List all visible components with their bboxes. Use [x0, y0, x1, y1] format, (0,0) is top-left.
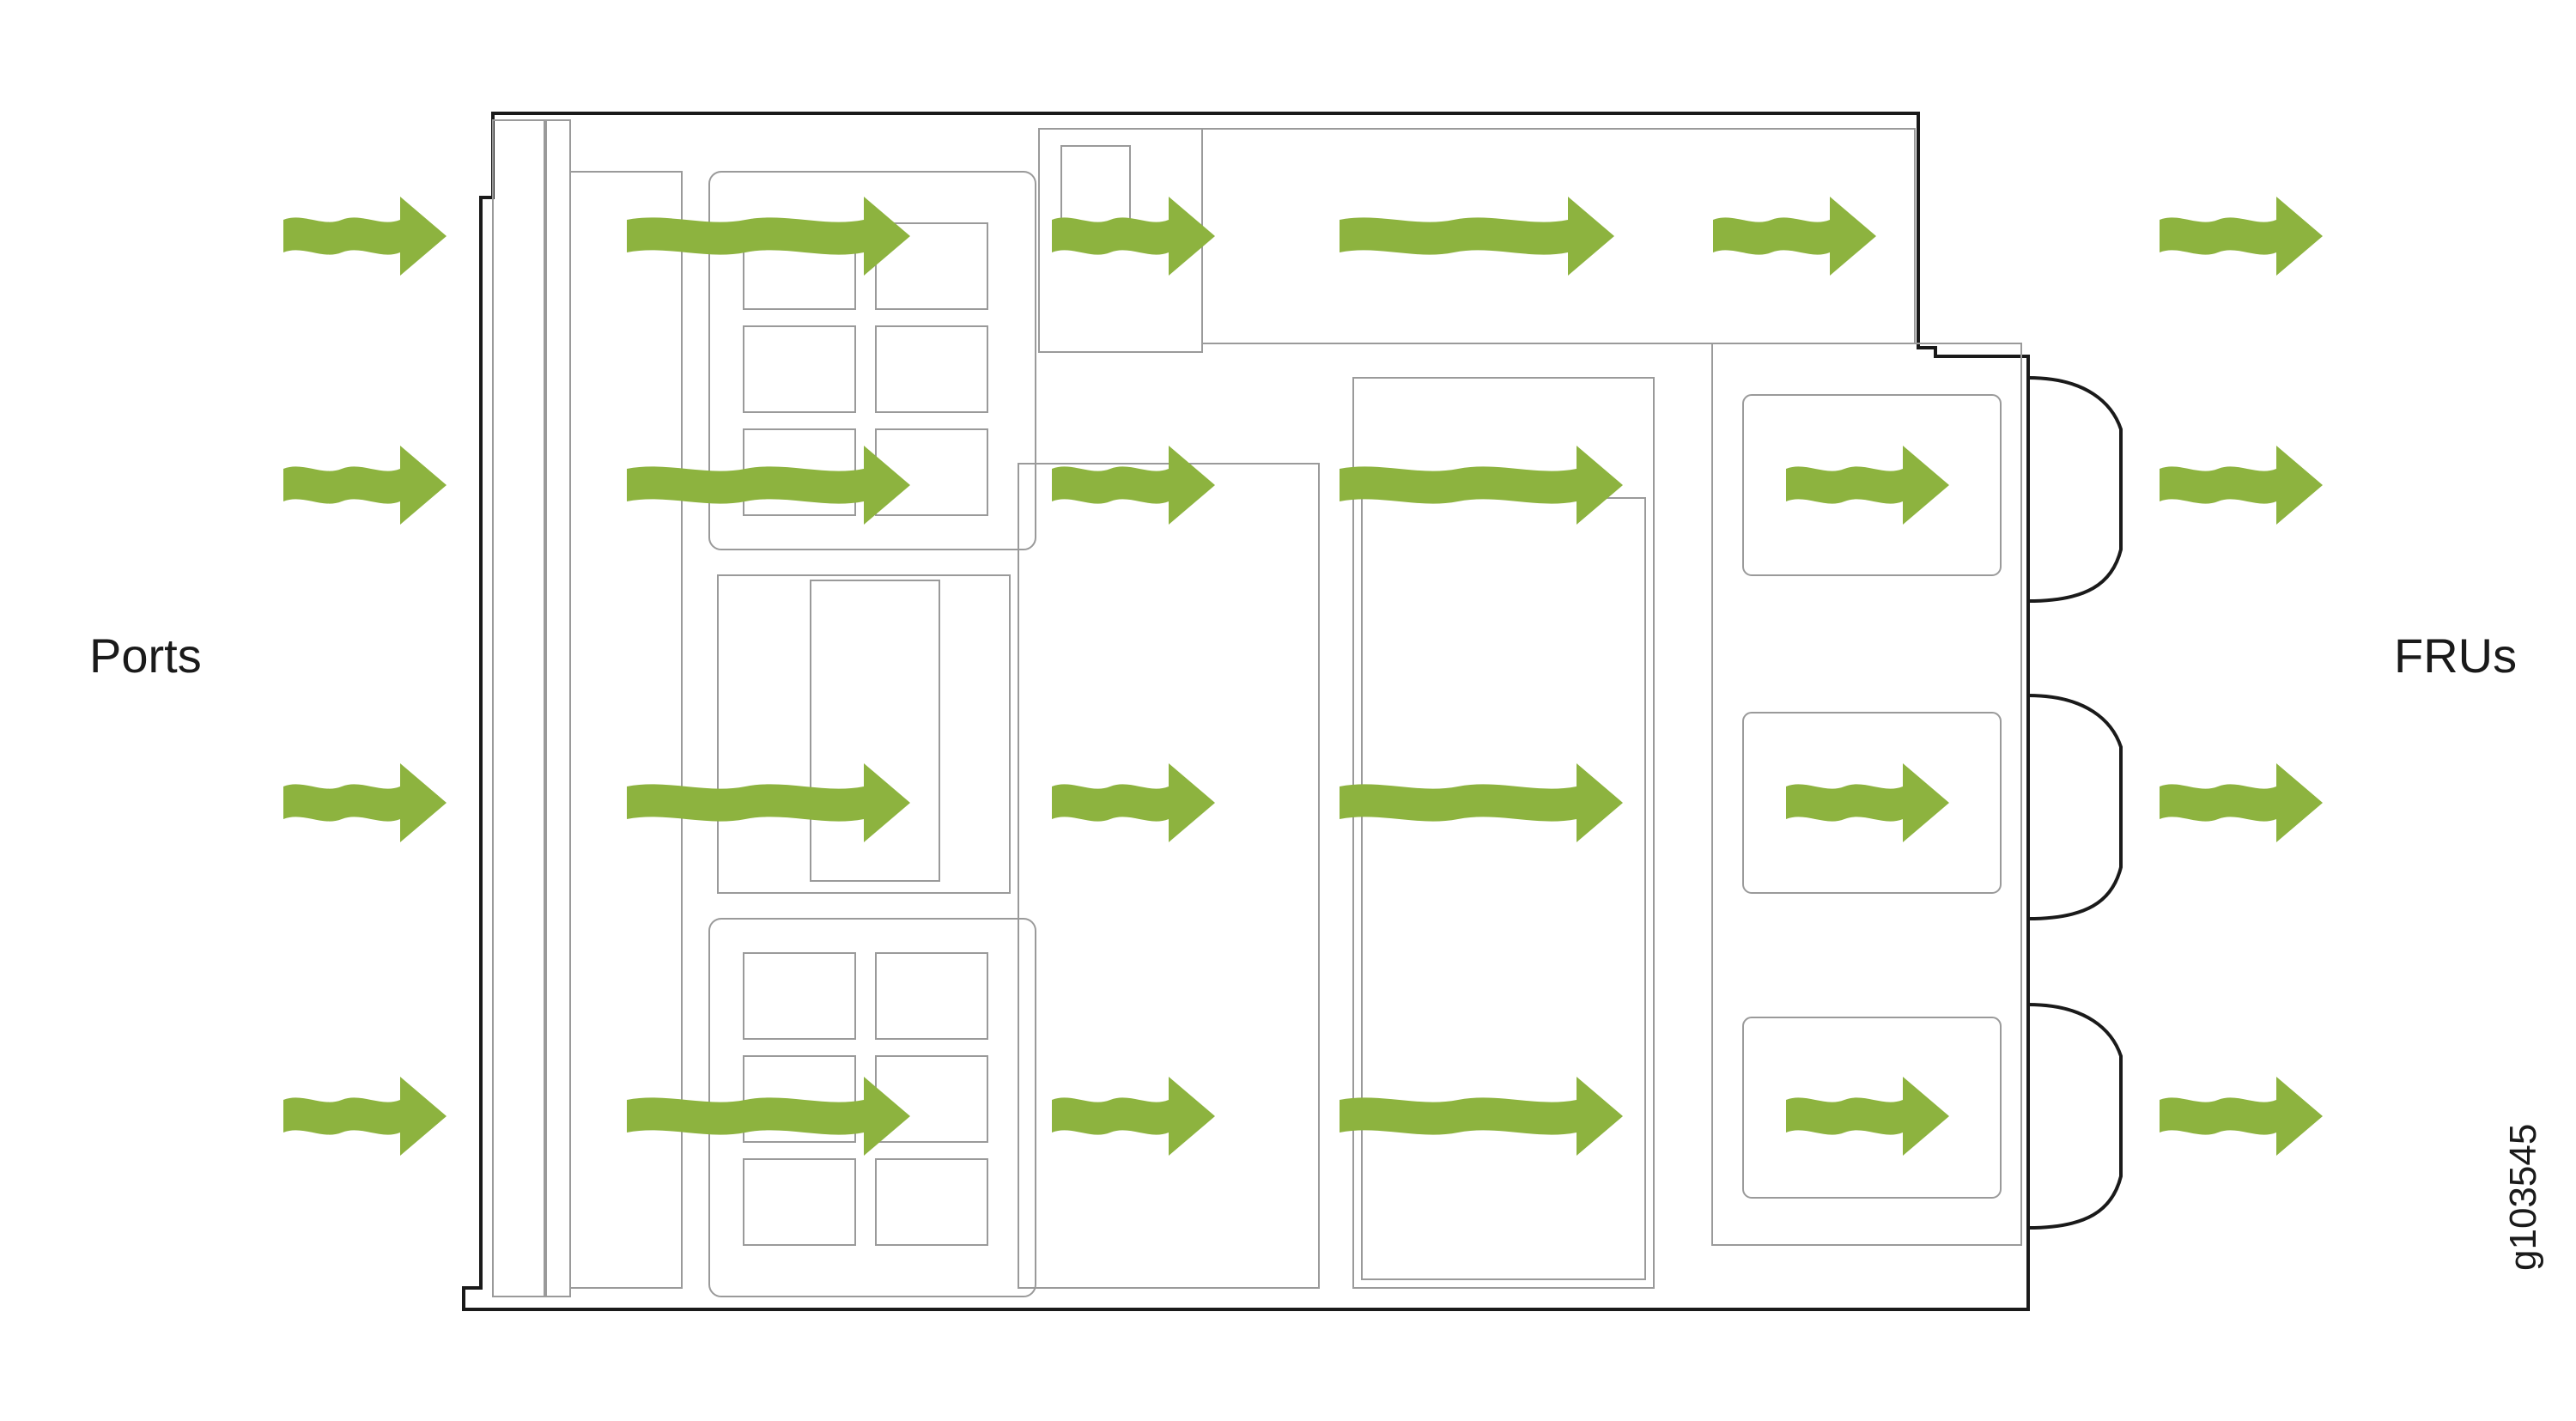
heatsink-top	[708, 171, 1036, 550]
airflow-arrow-icon	[1052, 197, 1215, 276]
airflow-arrow-icon	[1052, 1077, 1215, 1156]
airflow-arrow-icon	[1340, 197, 1614, 276]
heatsink-bottom	[708, 918, 1036, 1297]
chassis-outline	[462, 112, 2030, 1311]
figure-id: g103545	[2502, 1123, 2544, 1271]
airflow-arrow-icon	[1340, 446, 1623, 525]
airflow-arrow-icon	[2160, 197, 2323, 276]
airflow-arrow-icon	[283, 763, 447, 842]
airflow-arrow-icon	[1786, 763, 1949, 842]
airflow-arrow-icon	[2160, 446, 2323, 525]
airflow-arrow-icon	[283, 446, 447, 525]
airflow-arrows	[283, 197, 2323, 1156]
airflow-arrow-icon	[283, 1077, 447, 1156]
fan-handles	[2027, 376, 2123, 1230]
fan-tray-area	[1711, 343, 2022, 1246]
airflow-arrow-icon	[627, 446, 910, 525]
airflow-arrow-icon	[1052, 763, 1215, 842]
airflow-arrow-icon	[1713, 197, 1876, 276]
frus-label: FRUs	[2394, 629, 2518, 683]
airflow-arrow-icon	[2160, 1077, 2323, 1156]
airflow-arrow-icon	[1340, 763, 1623, 842]
center-module	[717, 377, 1655, 1289]
airflow-arrow-icon	[1786, 1077, 1949, 1156]
airflow-arrow-icon	[627, 197, 910, 276]
airflow-arrow-icon	[2160, 763, 2323, 842]
airflow-arrow-icon	[627, 763, 910, 842]
airflow-arrow-icon	[283, 197, 447, 276]
front-port-column	[492, 119, 683, 1297]
airflow-arrow-icon	[1052, 446, 1215, 525]
airflow-arrow-icon	[1340, 1077, 1623, 1156]
airflow-arrow-icon	[1786, 446, 1949, 525]
airflow-arrow-icon	[627, 1077, 910, 1156]
ports-label: Ports	[89, 629, 202, 683]
